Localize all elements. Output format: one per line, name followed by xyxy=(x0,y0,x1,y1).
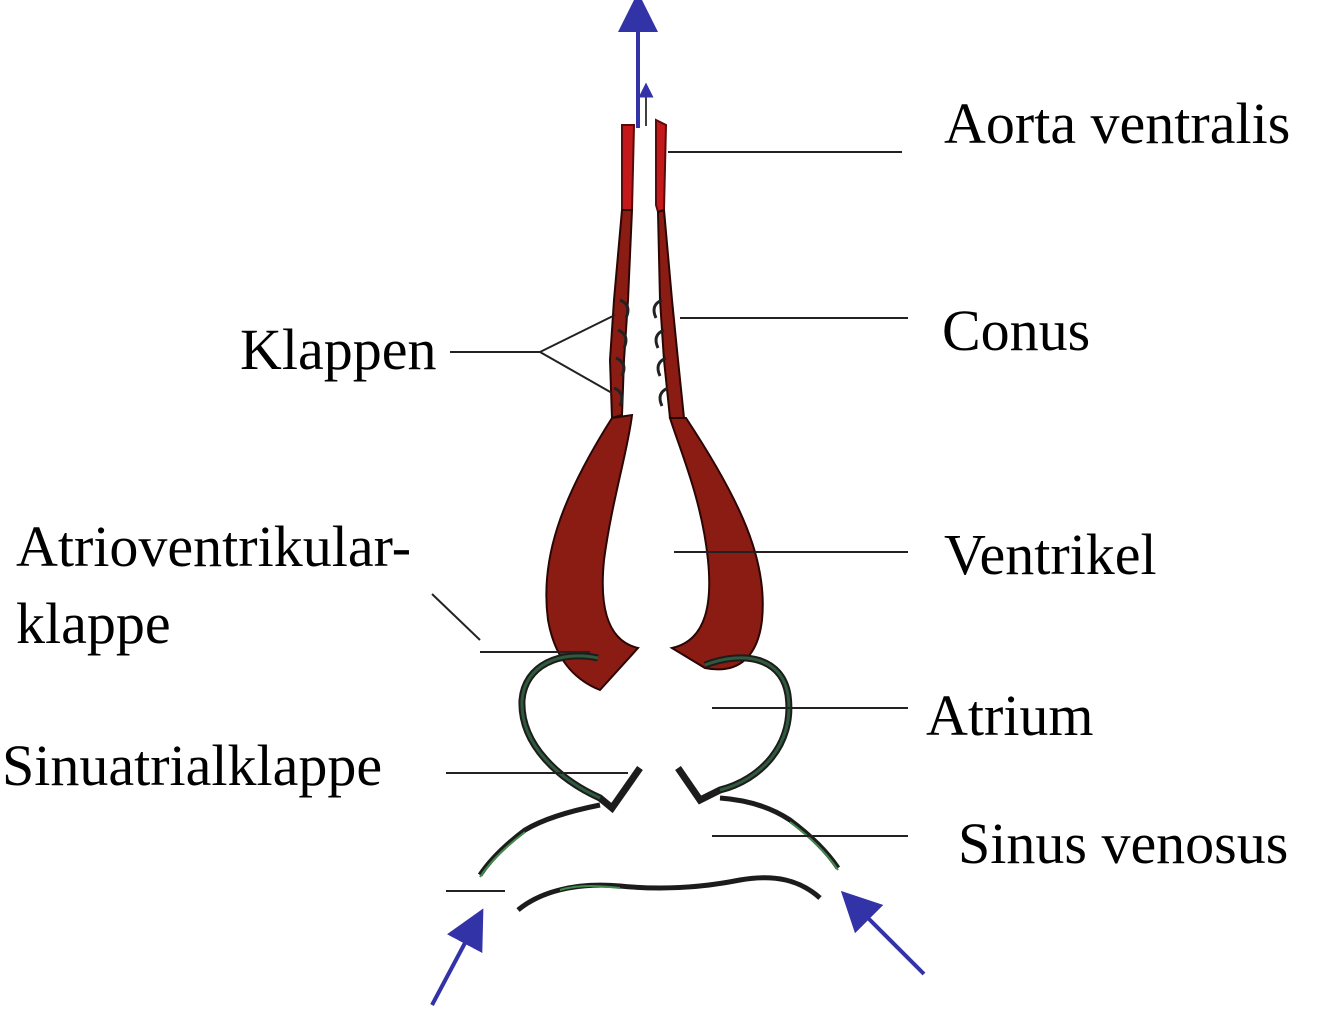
ventricle-wall-right xyxy=(670,418,763,669)
sinus-venosus-walls xyxy=(480,798,838,910)
label-av-klappe-line1: Atrioventrikular- xyxy=(16,515,411,579)
label-conus: Conus xyxy=(942,299,1090,363)
sinus-wall-upper-right xyxy=(720,798,838,868)
label-av-klappe-line2: klappe xyxy=(16,592,171,656)
label-ventrikel: Ventrikel xyxy=(944,523,1157,587)
atrium-walls xyxy=(522,656,789,808)
leader-lines xyxy=(432,152,908,891)
leader-klappen-upper xyxy=(540,315,615,352)
label-aorta-ventralis: Aorta ventralis xyxy=(944,92,1290,156)
aorta-ventralis-walls xyxy=(622,120,666,215)
leader-klappen-lower xyxy=(540,352,612,393)
aorta-wall-left xyxy=(622,125,634,215)
label-klappen: Klappen xyxy=(240,318,437,382)
flow-arrows xyxy=(432,12,924,1005)
aorta-wall-right xyxy=(656,120,666,212)
ventricle-wall-left xyxy=(546,415,638,690)
label-sinuatrialklappe: Sinuatrialklappe xyxy=(2,734,382,798)
arrow-up-left-icon xyxy=(855,905,924,974)
conus-walls xyxy=(610,210,684,418)
conus-wall-right xyxy=(658,210,684,418)
label-sinus-venosus: Sinus venosus xyxy=(958,812,1288,876)
sinus-wall-upper-left xyxy=(480,805,600,875)
leader-av-klappe-diag xyxy=(432,594,480,640)
atrium-wall-right xyxy=(678,658,789,800)
label-atrium: Atrium xyxy=(926,684,1094,748)
arrow-up-right-icon xyxy=(432,926,474,1005)
sinus-wall-lower xyxy=(518,878,820,910)
